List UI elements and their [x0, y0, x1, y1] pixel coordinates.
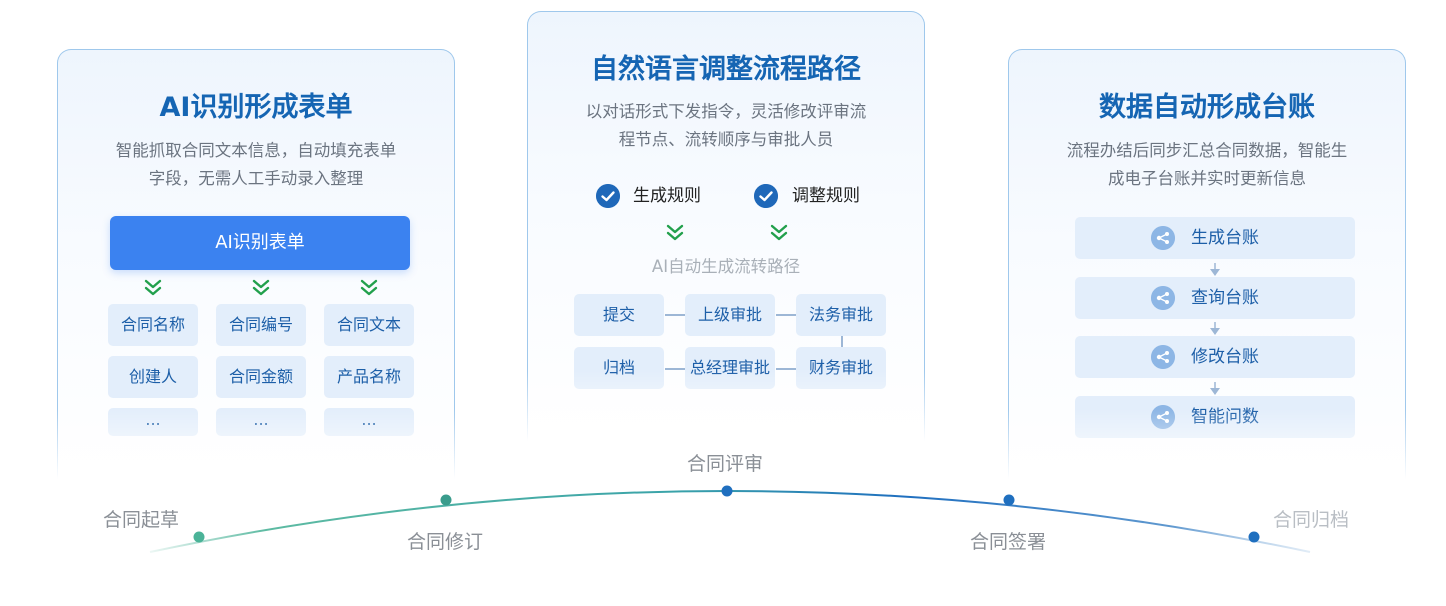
ledger-step-label: 修改台账	[1191, 347, 1259, 367]
flow-connector	[776, 368, 798, 370]
card-description: 以对话形式下发指令，灵活修改评审流 程节点、流转顺序与审批人员	[568, 98, 884, 154]
double-chevron-down-icon	[770, 224, 788, 241]
field-chip[interactable]: 合同名称	[108, 304, 198, 346]
timeline-dot-sign	[1003, 494, 1015, 506]
card-description-line1: 流程办结后同步汇总合同数据，智能生	[1066, 141, 1348, 160]
ai-recognize-form-button[interactable]: AI识别表单	[110, 216, 410, 270]
node-graph-icon	[1151, 226, 1175, 250]
card-ai-form: AI识别形成表单 智能抓取合同文本信息，自动填充表单 字段，无需人工手动录入整理…	[56, 49, 456, 479]
node-graph-icon	[1151, 286, 1175, 310]
field-chip[interactable]: 合同文本	[324, 304, 414, 346]
flow-node-finance-approval[interactable]: 财务审批	[796, 347, 886, 389]
ai-generated-path-label: AI自动生成流转路径	[651, 257, 801, 276]
double-chevron-down-icon	[144, 279, 162, 296]
rule-generate[interactable]: 生成规则	[633, 186, 701, 206]
card-description-line1: 智能抓取合同文本信息，自动填充表单	[115, 141, 397, 160]
ledger-step-label: 智能问数	[1191, 407, 1259, 427]
field-chip-more: ...	[216, 408, 306, 436]
flow-connector	[776, 314, 798, 316]
card-description-line2: 字段，无需人工手动录入整理	[148, 169, 364, 188]
check-circle-icon	[754, 184, 778, 208]
node-graph-icon	[1151, 405, 1175, 429]
flow-connector	[665, 314, 687, 316]
field-chip[interactable]: 合同金额	[216, 356, 306, 398]
timeline-dot-review	[721, 485, 733, 497]
ledger-step-query[interactable]: 查询台账	[1075, 277, 1355, 319]
arrow-down-icon	[1210, 322, 1220, 335]
node-graph-icon	[1151, 345, 1175, 369]
rule-adjust[interactable]: 调整规则	[792, 186, 860, 206]
ledger-step-modify[interactable]: 修改台账	[1075, 336, 1355, 378]
card-description-line2: 程节点、流转顺序与审批人员	[618, 130, 834, 149]
flow-node-superior-approval[interactable]: 上级审批	[685, 294, 775, 336]
stage-revise: 合同修订	[407, 531, 484, 553]
stage-draft: 合同起草	[103, 509, 180, 531]
flow-node-archive[interactable]: 归档	[574, 347, 664, 389]
card-description: 智能抓取合同文本信息，自动填充表单 字段，无需人工手动录入整理	[98, 137, 414, 193]
stage-sign: 合同签署	[970, 531, 1047, 553]
ledger-step-generate[interactable]: 生成台账	[1075, 217, 1355, 259]
field-chip-more: ...	[108, 408, 198, 436]
ledger-step-smart-query[interactable]: 智能问数	[1075, 396, 1355, 438]
ledger-step-label: 查询台账	[1191, 288, 1259, 308]
arrow-down-icon	[1210, 382, 1220, 395]
card-title: 自然语言调整流程路径	[591, 54, 861, 85]
double-chevron-down-icon	[252, 279, 270, 296]
flow-node-submit[interactable]: 提交	[574, 294, 664, 336]
card-description-line2: 成电子台账并实时更新信息	[1108, 169, 1306, 188]
check-circle-icon	[596, 184, 620, 208]
stage-archive: 合同归档	[1273, 509, 1350, 531]
field-chip[interactable]: 创建人	[108, 356, 198, 398]
stage-review: 合同评审	[687, 453, 764, 475]
flow-node-legal-approval[interactable]: 法务审批	[796, 294, 886, 336]
card-nl-flow: 自然语言调整流程路径 以对话形式下发指令，灵活修改评审流 程节点、流转顺序与审批…	[526, 11, 926, 441]
timeline-dot-revise	[440, 494, 452, 506]
timeline-dot-draft	[193, 531, 205, 543]
flow-connector	[841, 335, 843, 347]
double-chevron-down-icon	[360, 279, 378, 296]
card-description: 流程办结后同步汇总合同数据，智能生 成电子台账并实时更新信息	[1049, 137, 1365, 193]
flow-node-gm-approval[interactable]: 总经理审批	[685, 347, 775, 389]
field-chip-more: ...	[324, 408, 414, 436]
card-description-line1: 以对话形式下发指令，灵活修改评审流	[585, 102, 867, 121]
arrow-down-icon	[1210, 263, 1220, 276]
ledger-step-label: 生成台账	[1191, 228, 1259, 248]
card-title: 数据自动形成台账	[1099, 92, 1315, 123]
double-chevron-down-icon	[666, 224, 684, 241]
field-chip[interactable]: 合同编号	[216, 304, 306, 346]
flow-connector	[665, 368, 687, 370]
timeline-dot-archive	[1248, 531, 1260, 543]
card-title: AI识别形成表单	[159, 92, 353, 123]
field-chip[interactable]: 产品名称	[324, 356, 414, 398]
card-ledger: 数据自动形成台账 流程办结后同步汇总合同数据，智能生 成电子台账并实时更新信息 …	[1007, 49, 1407, 479]
